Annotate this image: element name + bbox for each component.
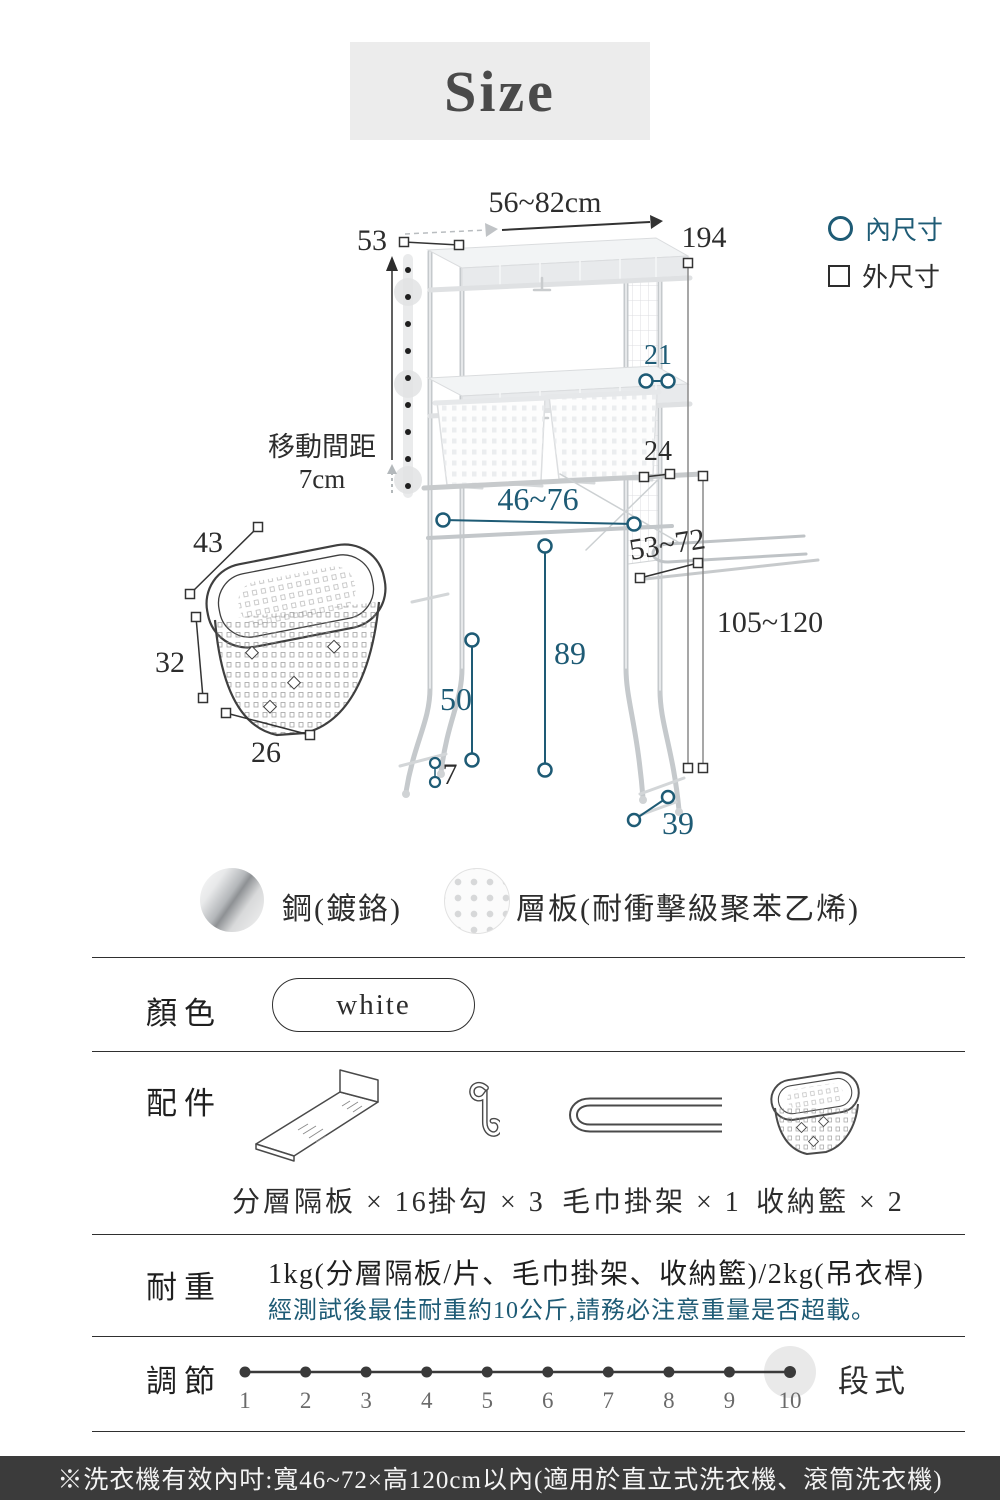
divider <box>92 1051 965 1052</box>
divider <box>92 957 965 958</box>
dim-top-depth: 53 <box>357 224 387 257</box>
accessory-hook-label: 掛勾 × 3 <box>428 1187 546 1218</box>
color-value: white <box>336 988 411 1021</box>
dim-move-label: 移動間距 <box>268 432 376 462</box>
dim-base-depth: 39 <box>662 805 694 841</box>
legend-outer-label: 外尺寸 <box>862 263 941 292</box>
material-board-label: 層板(耐衝擊級聚苯乙烯) <box>516 893 860 926</box>
dim-front-inner-height: 50 <box>440 681 472 717</box>
page-title: Size <box>350 42 650 140</box>
step-number: 4 <box>421 1388 433 1413</box>
dim-basket-height: 32 <box>155 646 185 679</box>
legend-outer-row: 外尺寸 <box>828 257 943 294</box>
divider <box>92 1234 965 1235</box>
step-number: 10 <box>779 1388 802 1413</box>
step-number: 8 <box>663 1388 675 1413</box>
legend-inner-label: 內尺寸 <box>865 216 944 245</box>
divider <box>92 1431 965 1432</box>
rack-drawing <box>394 237 820 820</box>
rack-basket-right <box>544 389 662 480</box>
adjust-section-label: 調節 <box>146 1364 222 1399</box>
step-number: 7 <box>603 1388 615 1413</box>
accessory-divider-board-label: 分層隔板 × 16 <box>232 1187 429 1218</box>
step-number: 3 <box>360 1388 372 1413</box>
laundry-basket-drawing <box>205 543 387 737</box>
load-capacity-line2: 經測試後最佳耐重約10公斤,請務必注意重量是否超載。 <box>268 1298 876 1324</box>
material-steel-label: 鋼(鍍鉻) <box>282 893 402 926</box>
outer-dimension-icon <box>828 264 850 287</box>
footnote-text: ※洗衣機有效內吋:寬46~72×高120cm以內(適用於直立式洗衣機、滾筒洗衣機… <box>57 1467 943 1494</box>
color-value-pill: white <box>272 978 475 1032</box>
inner-dimension-icon <box>828 216 853 241</box>
dim-basket-depth: 26 <box>251 736 281 769</box>
accessory-towel-rack-label: 毛巾掛架 × 1 <box>562 1187 742 1218</box>
step-dots <box>239 1366 796 1378</box>
load-section-label: 耐重 <box>146 1270 222 1305</box>
adjustment-holes <box>405 267 411 489</box>
step-number: 6 <box>542 1388 554 1413</box>
perforated-board-swatch <box>444 868 510 934</box>
step-number: 9 <box>724 1388 736 1413</box>
dim-total-height: 194 <box>682 221 727 254</box>
dim-top-width: 56~82cm <box>489 186 602 219</box>
laundry-basket-dimensions: 43 32 26 <box>155 521 316 769</box>
dim-inner-width: 46~76 <box>497 481 578 517</box>
dim-basket-width: 43 <box>193 526 223 559</box>
towel-rack-icon <box>569 1097 722 1133</box>
adjust-unit-label: 段式 <box>838 1364 910 1399</box>
dim-shelf-inner-depth: 21 <box>644 340 672 371</box>
chrome-steel-swatch <box>200 868 264 932</box>
step-number: 2 <box>300 1388 312 1413</box>
dim-move-value: 7cm <box>299 464 346 494</box>
dim-shelf-outer-depth: 24 <box>644 436 672 467</box>
dim-inner-height: 89 <box>554 635 586 671</box>
footnote-bar: ※洗衣機有效內吋:寬46~72×高120cm以內(適用於直立式洗衣機、滾筒洗衣機… <box>0 1456 1000 1500</box>
rack-basket-left <box>432 395 550 486</box>
divider <box>92 1336 965 1337</box>
adjustment-steps-scale: 1 2 3 4 5 6 7 8 9 10 <box>239 1346 816 1413</box>
dim-foot-height: 7 <box>443 758 458 791</box>
accessories-section-label: 配件 <box>146 1086 222 1121</box>
accessory-storage-basket-label: 收納籃 × 2 <box>756 1187 905 1218</box>
divider-board-icon <box>255 1069 379 1162</box>
color-section-label: 顏色 <box>146 996 222 1031</box>
hook-icon <box>469 1081 500 1137</box>
rack-dimensions: 56~82cm 53 194 105~120 移動間距 7cm 21 24 <box>268 186 823 841</box>
size-diagram: 56~82cm 53 194 105~120 移動間距 7cm 21 24 <box>155 186 823 841</box>
step-numbers: 1 2 3 4 5 6 7 8 9 10 <box>239 1388 801 1413</box>
dimension-legend: 內尺寸 外尺寸 <box>828 210 943 294</box>
load-capacity-line1: 1kg(分層隔板/片、毛巾掛架、收納籃)/2kg(吊衣桿) <box>268 1259 925 1290</box>
dim-pole-height: 105~120 <box>717 606 823 639</box>
step-number: 1 <box>239 1388 251 1413</box>
legend-inner-row: 內尺寸 <box>828 210 943 247</box>
storage-basket-icon <box>770 1071 860 1156</box>
step-number: 5 <box>481 1388 493 1413</box>
